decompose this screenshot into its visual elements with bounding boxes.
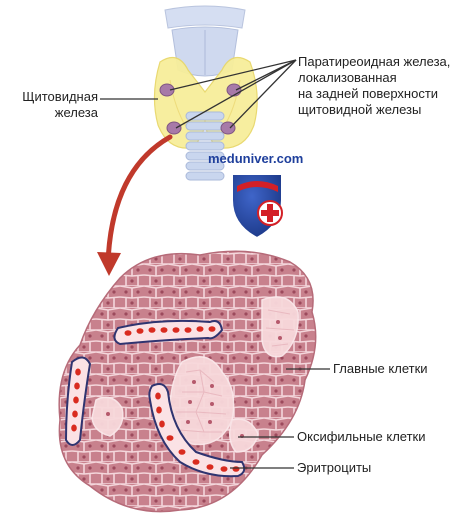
site-watermark: meduniver.com — [208, 151, 304, 166]
zoom-arrow-head — [97, 252, 121, 276]
thyroid-illustration — [153, 5, 258, 181]
parathyroid-label: Паратиреоидная железа, локализованная на… — [298, 54, 450, 118]
erythrocytes-label: Эритроциты — [297, 460, 372, 475]
tissue-pointer-lines — [230, 368, 330, 469]
thyroid-label-line2: железа — [54, 105, 98, 120]
oxyphil-cells-label: Оксифильные клетки — [297, 429, 426, 444]
thyroid-label: Щитовидная железа — [8, 89, 98, 121]
parathyroid-label-line2: локализованная — [298, 70, 397, 85]
parathyroid-label-line1: Паратиреоидная железа, — [298, 54, 451, 69]
chief-cells-label: Главные клетки — [333, 361, 428, 376]
pointer-lines — [100, 59, 297, 129]
thyroid-label-line1: Щитовидная — [22, 89, 98, 104]
zoom-arrow — [105, 134, 173, 265]
parathyroid-label-line3: на задней поверхности — [298, 86, 439, 101]
parathyroid-label-line4: щитовидной железы — [298, 102, 422, 117]
site-logo-shield — [231, 173, 283, 240]
tissue-section — [58, 250, 317, 513]
